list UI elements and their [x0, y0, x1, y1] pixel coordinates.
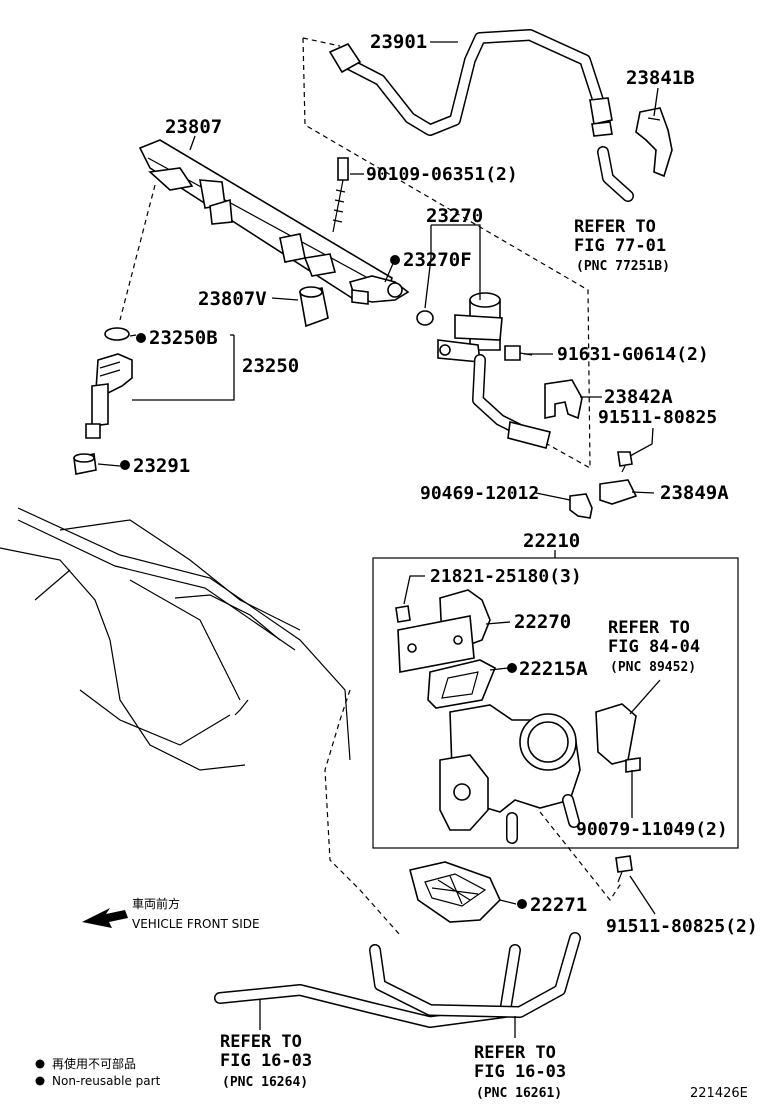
refer-to-16-03-a: REFER TO FIG 16-03 (PNC 16264) — [220, 1032, 312, 1090]
injector-23250 — [85, 353, 133, 439]
sensor-23849A — [599, 479, 638, 505]
gasket-22271 — [409, 861, 501, 923]
refer-to-84-04: REFER TO FIG 84-04 (PNC 89452) — [608, 618, 700, 675]
engine-outline — [0, 507, 401, 936]
label-23807: 23807 — [165, 116, 222, 138]
bolt-91631 — [504, 345, 533, 361]
svg-text:(PNC 16261): (PNC 16261) — [476, 1086, 562, 1101]
screw-90079 — [625, 757, 641, 773]
svg-text:FIG 16-03: FIG 16-03 — [220, 1051, 312, 1071]
bracket-23842A — [544, 379, 583, 420]
fuel-hose-23901 — [328, 29, 613, 137]
label-21821: 21821-25180(3) — [430, 566, 582, 587]
svg-text:REFER TO: REFER TO — [474, 1043, 556, 1063]
legend-jp: 再使用不可部品 — [52, 1056, 136, 1071]
label-22270: 22270 — [514, 611, 571, 633]
svg-text:(PNC 77251B): (PNC 77251B) — [576, 259, 670, 274]
label-23250: 23250 — [242, 355, 299, 377]
svg-text:(PNC 16264): (PNC 16264) — [222, 1075, 308, 1090]
bolt-91511-lower — [615, 855, 633, 883]
non-reusable-markers — [35, 255, 527, 1086]
direction-jp: 車両前方 — [132, 896, 180, 911]
diagram-code: 221426E — [690, 1086, 748, 1101]
label-91511-upper: 91511-80825 — [598, 407, 717, 428]
throttle-position-sensor — [595, 703, 637, 765]
refer-to-77-01: REFER TO FIG 77-01 (PNC 77251B) — [574, 217, 670, 274]
label-90469: 90469-12012 — [420, 483, 539, 504]
label-23250B: 23250B — [149, 327, 218, 349]
bolt-91511-upper — [617, 451, 633, 473]
bolt-90109 — [332, 157, 349, 233]
delivery-pipe-23807 — [138, 139, 410, 305]
label-23849A: 23849A — [660, 482, 729, 504]
water-hoses — [214, 932, 581, 1028]
label-23901: 23901 — [370, 31, 427, 53]
label-22210: 22210 — [523, 530, 580, 552]
svg-text:(PNC 89452): (PNC 89452) — [610, 660, 696, 675]
boundary-dashed — [302, 37, 591, 470]
insulator-23291 — [73, 453, 97, 475]
label-22271: 22271 — [530, 894, 587, 916]
label-23807V: 23807V — [198, 288, 267, 310]
clamp-23841B — [635, 107, 673, 178]
label-91511-lower: 91511-80825(2) — [606, 916, 758, 937]
direction-en: VEHICLE FRONT SIDE — [132, 917, 260, 931]
isc-valve-22270 — [397, 589, 491, 673]
label-23291: 23291 — [133, 455, 190, 477]
label-23842A: 23842A — [604, 386, 673, 408]
label-22215A: 22215A — [519, 658, 588, 680]
svg-text:FIG 16-03: FIG 16-03 — [474, 1062, 566, 1082]
leader-lines — [97, 41, 661, 1038]
label-23270: 23270 — [426, 205, 483, 227]
svg-text:REFER TO: REFER TO — [574, 217, 656, 237]
grommet-23807V — [299, 286, 329, 328]
pressure-regulator-23270 — [437, 292, 551, 449]
legend-en: Non-reusable part — [52, 1074, 161, 1088]
front-arrow-icon — [82, 908, 128, 928]
svg-text:REFER TO: REFER TO — [608, 618, 690, 638]
bolt-21821 — [395, 605, 411, 623]
label-23841B: 23841B — [626, 67, 695, 89]
svg-text:FIG 84-04: FIG 84-04 — [608, 637, 700, 657]
throttle-body — [439, 704, 581, 844]
label-23270F: 23270F — [403, 249, 472, 271]
gasket-22215A — [427, 659, 497, 709]
svg-text:REFER TO: REFER TO — [220, 1032, 302, 1052]
label-90109: 90109-06351(2) — [366, 164, 518, 185]
label-90079: 90079-11049(2) — [576, 819, 728, 840]
refer-to-16-03-b: REFER TO FIG 16-03 (PNC 16261) — [474, 1043, 566, 1101]
o-ring-23250B — [104, 327, 130, 341]
clip-90469 — [569, 493, 593, 519]
o-ring-23270F — [416, 310, 434, 326]
label-91631: 91631-G0614(2) — [557, 344, 709, 365]
svg-text:FIG 77-01: FIG 77-01 — [574, 236, 666, 256]
